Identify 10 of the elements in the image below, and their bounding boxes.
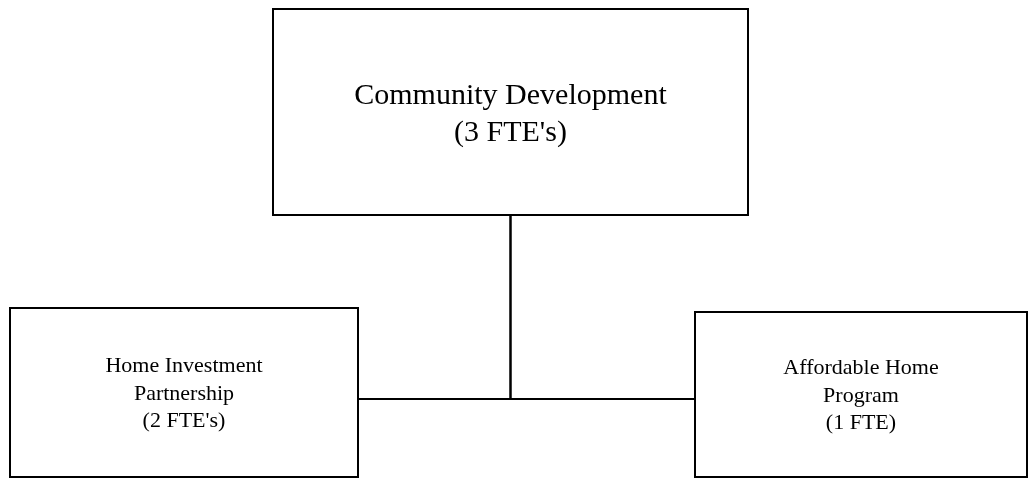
org-box [694, 311, 1028, 478]
unit-name: Home Investment Partnership [104, 351, 264, 407]
staff-count: (1 FTE) [825, 408, 897, 436]
unit-name: Affordable Home Program [782, 353, 940, 409]
org-box [272, 8, 749, 216]
connector-line [509, 215, 695, 400]
org-box [9, 307, 359, 478]
staff-count: (3 FTE's) [454, 113, 567, 149]
staff-count: (2 FTE's) [142, 406, 226, 434]
unit-name: Community Development [354, 75, 667, 112]
